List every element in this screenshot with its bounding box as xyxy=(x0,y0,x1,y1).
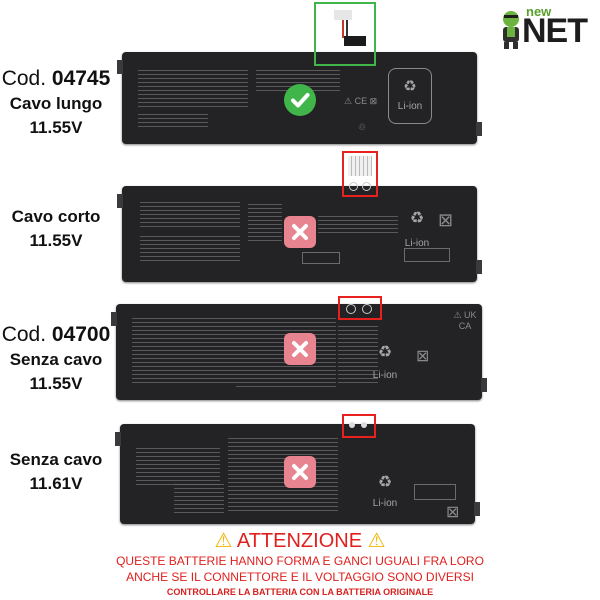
battery-3-voltage: 11.55V xyxy=(29,374,83,393)
brand-logo: new NET xyxy=(498,4,598,54)
battery-3-label: Cod. 04700 Senza cavo 11.55V xyxy=(0,322,112,396)
compatible-check-icon xyxy=(284,84,316,116)
battery-2-voltage: 11.55V xyxy=(29,231,83,250)
battery-2-label: Cavo corto 11.55V xyxy=(0,205,112,253)
warning-line-2: ANCHE SE IL CONNETTORE E IL VOLTAGGIO SO… xyxy=(126,570,474,584)
battery-1-code: Cod. 04745 xyxy=(1,67,111,90)
battery-4-label: Senza cavo 11.61V xyxy=(0,448,112,496)
warning-triangle-icon: ⚠ xyxy=(214,530,233,552)
incompatible-x-icon xyxy=(284,333,316,365)
battery-2-line: Cavo corto xyxy=(11,207,101,226)
battery-4-connector-highlight xyxy=(342,414,376,438)
incompatible-x-icon xyxy=(284,456,316,488)
warning-line-3: CONTROLLARE LA BATTERIA CON LA BATTERIA … xyxy=(166,587,434,597)
battery-3-code: Cod. 04700 xyxy=(1,323,111,346)
battery-4-liion-badge: ♻ Li-ion xyxy=(372,474,398,509)
battery-1-line: Cavo lungo xyxy=(9,94,103,113)
warning-title: ⚠ ATTENZIONE ⚠ xyxy=(214,530,386,552)
battery-2-connector-highlight xyxy=(342,151,378,197)
battery-1-label: Cod. 04745 Cavo lungo 11.55V xyxy=(0,66,112,140)
battery-1-liion-badge: ♻ Li-ion xyxy=(388,68,432,124)
battery-3-liion-badge: ♻ Li-ion xyxy=(372,344,398,381)
battery-1-connector-highlight xyxy=(314,2,376,66)
warning-line-1: QUESTE BATTERIE HANNO FORMA E GANCI UGUA… xyxy=(116,554,484,568)
battery-3-connector-highlight xyxy=(338,296,382,320)
incompatible-x-icon xyxy=(284,216,316,248)
battery-1-voltage: 11.55V xyxy=(29,118,83,137)
battery-2-liion-badge: ♻ Li-ion xyxy=(404,210,430,249)
logo-net-text: NET xyxy=(522,12,588,50)
battery-2-bin-icon: ⊠ xyxy=(438,210,454,230)
warning-triangle-icon: ⚠ xyxy=(367,530,386,552)
battery-4-voltage: 11.61V xyxy=(29,474,83,493)
mascot-icon xyxy=(503,11,519,49)
battery-3-line: Senza cavo xyxy=(9,350,103,369)
battery-1-image: ⚠ CE ⊠ ♲ xyxy=(117,52,482,144)
battery-4-line: Senza cavo xyxy=(9,450,103,469)
logo-new-text: new xyxy=(526,4,552,19)
